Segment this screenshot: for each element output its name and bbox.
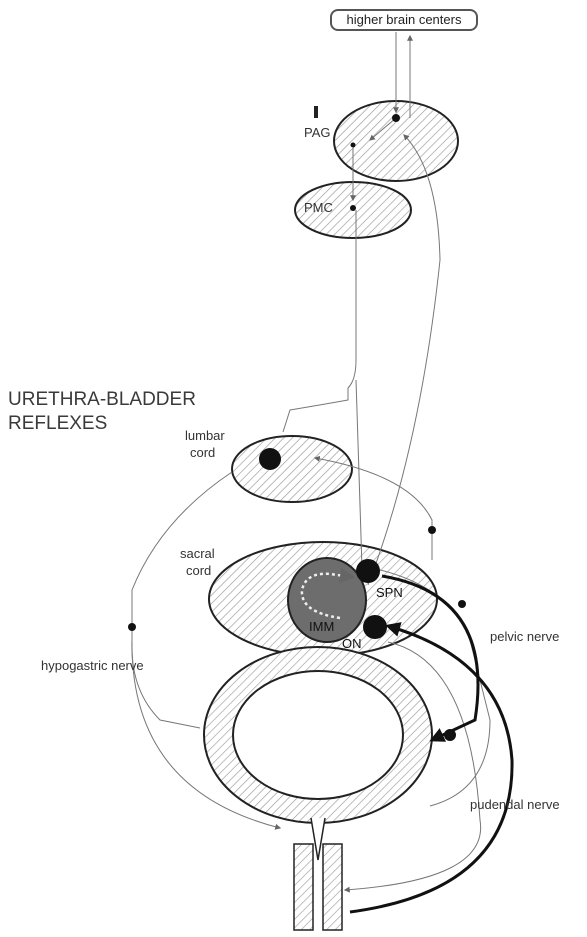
urethra-right-wall <box>323 844 342 930</box>
sacral-label-line-2: cord <box>186 563 211 578</box>
urethra-left-wall <box>294 844 313 930</box>
path-pmc-descending <box>283 210 356 432</box>
pag-neuron <box>392 114 400 122</box>
pelvic-ganglion <box>444 729 456 741</box>
afferent-dot-lower <box>458 600 466 608</box>
hypogastric-nerve-label: hypogastric nerve <box>41 658 144 673</box>
diagram-title-line-1: URETHRA-BLADDER <box>8 388 196 412</box>
spn-neuron <box>356 559 380 583</box>
lumbar-cord-ellipse <box>232 436 352 502</box>
on-neuron <box>363 615 387 639</box>
diagram-title-line-2: REFLEXES <box>8 412 107 436</box>
lumbar-neuron <box>259 448 281 470</box>
lumbar-label-line-2: cord <box>190 445 215 460</box>
afferent-dot-upper <box>428 526 436 534</box>
spn-label: SPN <box>376 585 403 600</box>
pmc-neuron <box>350 205 356 211</box>
pelvic-nerve-label: pelvic nerve <box>490 629 559 644</box>
pag-neuron-2 <box>351 143 356 148</box>
bladder-lumen <box>233 671 403 799</box>
on-label: ON <box>342 636 362 651</box>
pag-label: PAG <box>304 125 331 140</box>
pmc-label: PMC <box>304 200 333 215</box>
pudendal-nerve-label: pudendal nerve <box>470 797 560 812</box>
path-pmc-to-sacral <box>356 380 362 568</box>
lumbar-label-line-1: lumbar <box>185 428 225 443</box>
imm-label: IMM <box>309 619 334 634</box>
hypogastric-ganglion <box>128 623 136 631</box>
pag-marker <box>314 106 318 118</box>
higher-brain-centers-box: higher brain centers <box>330 9 478 31</box>
sacral-label-line-1: sacral <box>180 546 215 561</box>
